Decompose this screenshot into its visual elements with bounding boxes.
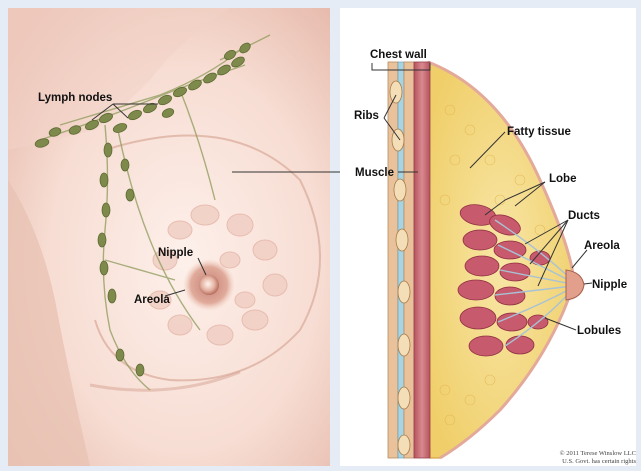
rib-column-1: [388, 62, 398, 458]
label-lymph-nodes: Lymph nodes: [38, 92, 112, 104]
label-muscle: Muscle: [355, 167, 394, 179]
label-ducts: Ducts: [568, 210, 600, 222]
label-nipple-section: Nipple: [592, 279, 627, 291]
label-nipple-front: Nipple: [158, 247, 193, 259]
copyright-line-2: U.S. Govt. has certain rights: [562, 458, 636, 465]
label-chest-wall: Chest wall: [370, 49, 427, 61]
copyright-line-1: © 2011 Terese Winslow LLC: [560, 450, 636, 457]
label-fatty-tissue: Fatty tissue: [507, 126, 571, 138]
muscle-layer: [414, 62, 430, 458]
front-view-figure: Lymph nodes Nipple Areola: [8, 8, 352, 466]
label-areola-section: Areola: [584, 240, 620, 252]
label-lobules: Lobules: [577, 325, 621, 337]
label-areola-front: Areola: [134, 294, 170, 306]
nipple-front: [199, 275, 219, 295]
cross-section-figure: Chest wall Ribs Muscle Fatty tissue Lobe…: [340, 8, 636, 466]
label-ribs: Ribs: [354, 110, 379, 122]
label-lobe: Lobe: [549, 173, 576, 185]
